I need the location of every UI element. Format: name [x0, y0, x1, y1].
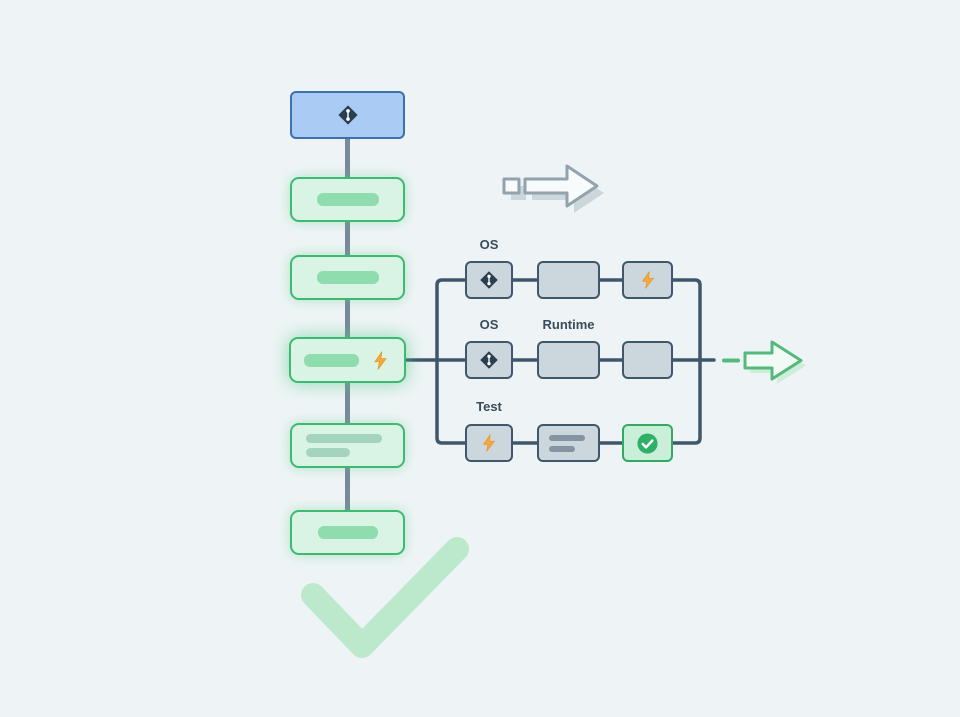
- lightning-icon: [483, 434, 495, 452]
- pipeline-step-5: [290, 510, 405, 555]
- text-placeholder-bar: [316, 193, 379, 206]
- git-branch-icon: [480, 271, 498, 289]
- matrix-row3-cell3-success: [622, 424, 673, 462]
- text-placeholder-bar: [316, 271, 379, 284]
- arrow-right-icon: [722, 340, 806, 384]
- arrow-body: [523, 164, 599, 208]
- lightning-icon: [374, 350, 387, 370]
- text-placeholder-bar: [306, 434, 382, 443]
- arrow-body: [743, 340, 803, 381]
- matrix-row1-cell3: [622, 261, 673, 299]
- matrix-row1-cell1: [465, 261, 513, 299]
- matrix-right-bracket-line: [671, 278, 716, 445]
- pipeline-step-3-active: [289, 337, 406, 383]
- large-checkmark-icon: [301, 537, 469, 658]
- matrix-row3-cell2: [537, 424, 600, 462]
- matrix-label-os-row2: OS: [479, 317, 499, 332]
- git-branch-icon: [480, 351, 498, 369]
- matrix-row1-cell2: [537, 261, 600, 299]
- text-placeholder-bar: [304, 353, 359, 367]
- matrix-row2-cell3: [622, 341, 673, 379]
- fast-forward-arrow-icon: [502, 164, 604, 213]
- text-placeholder-bar: [306, 448, 350, 457]
- arrow-dash: [502, 177, 521, 195]
- matrix-left-bracket-line: [435, 278, 467, 445]
- matrix-row3-cell1: [465, 424, 513, 462]
- matrix-label-test: Test: [476, 399, 502, 414]
- matrix-cell-connector-lines: [511, 278, 624, 445]
- matrix-row2-cell2: [537, 341, 600, 379]
- pipeline-step-1: [290, 177, 405, 222]
- check-circle-icon: [637, 432, 658, 454]
- text-placeholder-bar: [317, 526, 378, 539]
- matrix-label-runtime: Runtime: [542, 317, 595, 332]
- source-commit-node: [290, 91, 405, 139]
- matrix-row2-cell1: [465, 341, 513, 379]
- text-placeholder-bar: [549, 445, 575, 452]
- git-branch-icon: [337, 105, 358, 125]
- matrix-label-os-row1: OS: [479, 237, 499, 252]
- lightning-icon: [641, 271, 654, 289]
- text-placeholder-bar: [549, 434, 585, 441]
- pipeline-step-2: [290, 255, 405, 300]
- pipeline-step-4: [290, 423, 405, 468]
